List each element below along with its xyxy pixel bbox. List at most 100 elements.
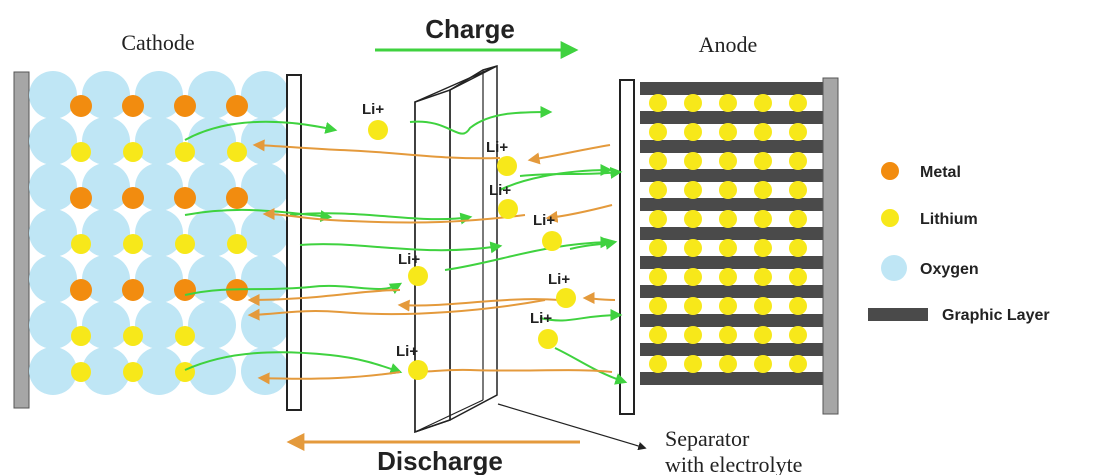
oxygen-atom (135, 347, 183, 395)
li-ion-dot (368, 120, 388, 140)
lithium-atom (684, 152, 702, 170)
oxygen-atom (29, 255, 77, 303)
lithium-atom (123, 234, 143, 254)
charge-flow-arrow (289, 212, 473, 225)
metal-atom (122, 95, 144, 117)
li-ion-label: Li+ (486, 139, 508, 156)
graphic-layer-icon (868, 308, 928, 321)
lithium-atom (123, 142, 143, 162)
oxygen-atom (82, 163, 130, 211)
graphite-layer (640, 372, 823, 385)
lithium-atom (175, 326, 195, 346)
separator-slab (414, 65, 498, 434)
graphite-layer (640, 169, 823, 182)
cathode-label: Cathode (121, 30, 194, 55)
li-ion-dot (408, 266, 428, 286)
anode-current-collector (822, 77, 839, 415)
lithium-atom (684, 94, 702, 112)
graphite-layer (640, 227, 823, 240)
charge-flow-arrow (184, 208, 333, 223)
lithium-atom (789, 94, 807, 112)
charge-flow-arrow (299, 241, 503, 254)
anode-label: Anode (699, 32, 758, 57)
anode-separator-plate (619, 79, 635, 415)
separator-label-line1: Separator (665, 426, 750, 451)
oxygen-atom (29, 347, 77, 395)
metal-atom (122, 187, 144, 209)
oxygen-atom (82, 255, 130, 303)
lithium-atom (754, 210, 772, 228)
li-ion-label: Li+ (548, 271, 570, 288)
lithium-atom (789, 297, 807, 315)
lithium-atom (789, 210, 807, 228)
lithium-atom (175, 362, 195, 382)
lithium-atom (684, 181, 702, 199)
lithium-atom (789, 239, 807, 257)
graphite-layer (640, 256, 823, 269)
lithium-atom (789, 326, 807, 344)
legend-label-metal: Metal (920, 164, 961, 181)
lithium-atom (227, 142, 247, 162)
discharge-flow-arrow (247, 289, 401, 306)
li-ion-label: Li+ (362, 101, 384, 118)
oxygen-atom (241, 71, 289, 119)
graphite-layer (640, 82, 823, 95)
lithium-atom (684, 239, 702, 257)
ion-flow-arrows (184, 106, 628, 385)
lithium-dot-icon (881, 209, 899, 227)
metal-atom (226, 187, 248, 209)
charge-flow-arrow (184, 120, 338, 141)
oxygen-atom (29, 163, 77, 211)
oxygen-atom (29, 209, 77, 257)
oxygen-dot-icon (881, 255, 907, 281)
charge-flow-arrow (409, 106, 553, 135)
li-ion-dot (538, 329, 558, 349)
lithium-atom (754, 326, 772, 344)
li-ion-label: Li+ (530, 310, 552, 327)
oxygen-atom (135, 117, 183, 165)
lithium-atom (175, 142, 195, 162)
lithium-atom (175, 234, 195, 254)
lithium-atom (649, 94, 667, 112)
lithium-atom (649, 326, 667, 344)
oxygen-atom (82, 301, 130, 349)
oxygen-atom (241, 163, 289, 211)
charge-flow-arrow (444, 236, 613, 271)
li-ion-dot (408, 360, 428, 380)
metal-atom (70, 279, 92, 301)
lithium-atom (719, 123, 737, 141)
oxygen-atom (135, 209, 183, 257)
lithium-atom (719, 152, 737, 170)
oxygen-atom (188, 301, 236, 349)
lithium-atom (684, 123, 702, 141)
lithium-atom (719, 355, 737, 373)
lithium-atom (719, 94, 737, 112)
discharge-flow-arrow (257, 371, 401, 385)
charge-flow-arrow (499, 164, 613, 191)
lithium-atom (649, 355, 667, 373)
oxygen-atom (188, 163, 236, 211)
charge-flow-arrow (184, 282, 403, 296)
discharge-flow-arrow (252, 139, 501, 160)
lithium-atom (789, 355, 807, 373)
graphite-layer (640, 140, 823, 153)
legend-label-lithium: Lithium (920, 211, 978, 228)
li-ion: Li+ (398, 251, 428, 286)
charge-flow-arrow (539, 309, 623, 322)
lithium-atom (684, 326, 702, 344)
separator-label-line2: with electrolyte (665, 452, 802, 475)
cathode-current-collector (13, 71, 30, 409)
li-ion: Li+ (396, 343, 428, 380)
separator-callout-arrow (497, 403, 647, 451)
lithium-atom (123, 326, 143, 346)
li-ion: Li+ (533, 212, 562, 251)
lithium-atom (754, 355, 772, 373)
graphite-layer (640, 111, 823, 124)
lithium-atom (719, 268, 737, 286)
lithium-atom (754, 123, 772, 141)
lithium-atom (684, 268, 702, 286)
oxygen-atom (241, 255, 289, 303)
charge-label: Charge (425, 14, 515, 44)
lithium-atom (754, 297, 772, 315)
lithium-atom (754, 181, 772, 199)
